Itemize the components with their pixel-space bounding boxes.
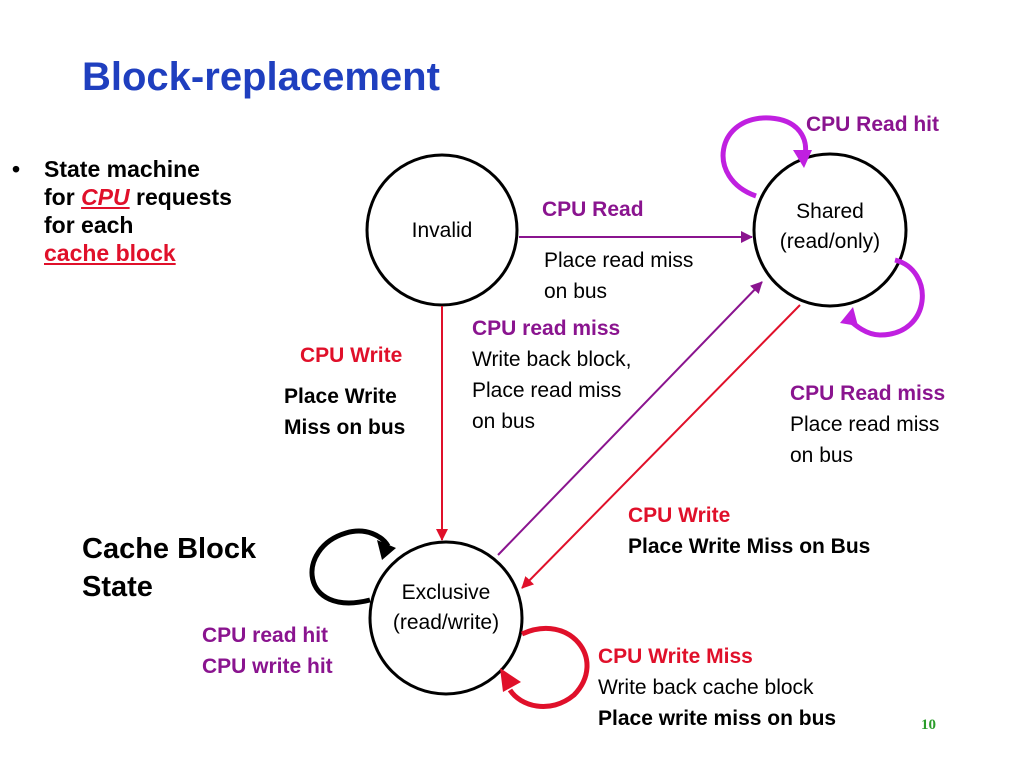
state-shared-label: Shared (read/only) — [754, 197, 906, 257]
label-excl-write-miss: CPU Write Miss Write back cache block Pl… — [598, 641, 836, 734]
bullet-cpu: CPU — [81, 184, 130, 210]
state-invalid-label: Invalid — [411, 219, 473, 242]
loop-shared-read-miss-head — [840, 307, 858, 326]
loop-exclusive-hits-head — [377, 540, 396, 560]
bullet-dot: • — [12, 156, 21, 182]
label-excl-to-shared-action-1: Write back block, — [472, 348, 632, 371]
bullet-for: for — [44, 184, 82, 210]
label-excl-to-shared-action-3: on bus — [472, 410, 536, 433]
label-excl-write-hit: CPU write hit — [202, 655, 333, 678]
loop-shared-read-hit — [720, 115, 809, 199]
loop-exclusive-hits — [309, 528, 391, 606]
state-exclusive-circle — [368, 540, 524, 696]
bullet-line-1: State machine — [44, 156, 200, 182]
label-excl-write-miss-event: CPU Write Miss — [598, 645, 753, 668]
label-shared-to-excl-action: Place Write Miss on Bus — [628, 535, 871, 558]
label-shared-read-hit: CPU Read hit — [806, 113, 940, 136]
label-cpu-read-action: Place read miss on bus — [544, 245, 693, 307]
loop-shared-read-hit-head — [793, 150, 812, 168]
arrow-exclusive-to-shared — [497, 281, 763, 556]
arrow-shared-to-exclusive — [521, 304, 801, 589]
label-excl-write-miss-action-2: Place write miss on bus — [598, 707, 837, 730]
label-excl-to-shared-action-2: Place read miss — [472, 379, 622, 402]
label-cpu-write-action-2: Miss on bus — [284, 416, 406, 439]
label-cpu-read-action-1: Place read miss — [544, 249, 694, 272]
state-exclusive-line-2: (read/write) — [392, 611, 500, 634]
loop-shared-read-miss — [845, 257, 925, 338]
label-excl-to-shared-event: CPU read miss — [472, 317, 621, 340]
legend-title: Cache Block State — [82, 530, 256, 606]
label-shared-read-miss-action-1: Place read miss — [790, 413, 940, 436]
bullet-line-3: for each — [44, 212, 134, 238]
state-shared-line-2: (read/only) — [779, 230, 881, 253]
label-cpu-read-action-2: on bus — [544, 280, 608, 303]
label-excl-to-shared: CPU read miss Write back block, Place re… — [472, 313, 632, 437]
state-exclusive-label: Exclusive (read/write) — [370, 578, 522, 638]
label-shared-to-excl-event: CPU Write — [628, 504, 731, 527]
legend-line-2: State — [82, 571, 153, 603]
page-title: Block-replacement — [82, 55, 440, 99]
loop-exclusive-write-miss — [507, 626, 590, 709]
label-cpu-write: CPU Write — [300, 344, 403, 367]
label-excl-hits: CPU read hit CPU write hit — [202, 620, 333, 682]
legend-line-1: Cache Block — [82, 533, 257, 565]
state-shared-circle — [752, 152, 908, 308]
label-excl-write-miss-action-1: Write back cache block — [598, 676, 814, 699]
label-excl-read-hit: CPU read hit — [202, 624, 329, 647]
bullet-text: State machine for CPU requests for each … — [44, 155, 304, 267]
page-number: 10 — [921, 717, 936, 733]
bullet-requests: requests — [129, 184, 232, 210]
bullet-cache-block: cache block — [44, 240, 176, 266]
label-cpu-read: CPU Read — [542, 198, 644, 221]
bullet-line-2: for CPU requests — [44, 183, 304, 211]
label-cpu-write-action: Place Write Miss on bus — [284, 381, 405, 443]
state-exclusive-line-1: Exclusive — [401, 581, 491, 604]
label-shared-read-miss: CPU Read miss Place read miss on bus — [790, 378, 945, 471]
state-invalid-circle — [365, 153, 519, 307]
label-shared-to-excl: CPU Write Place Write Miss on Bus — [628, 500, 870, 562]
label-shared-read-miss-action-2: on bus — [790, 444, 854, 467]
label-cpu-write-action-1: Place Write — [284, 385, 397, 408]
loop-exclusive-write-miss-head — [500, 668, 521, 692]
state-shared-line-1: Shared — [796, 200, 864, 223]
label-shared-read-miss-event: CPU Read miss — [790, 382, 946, 405]
